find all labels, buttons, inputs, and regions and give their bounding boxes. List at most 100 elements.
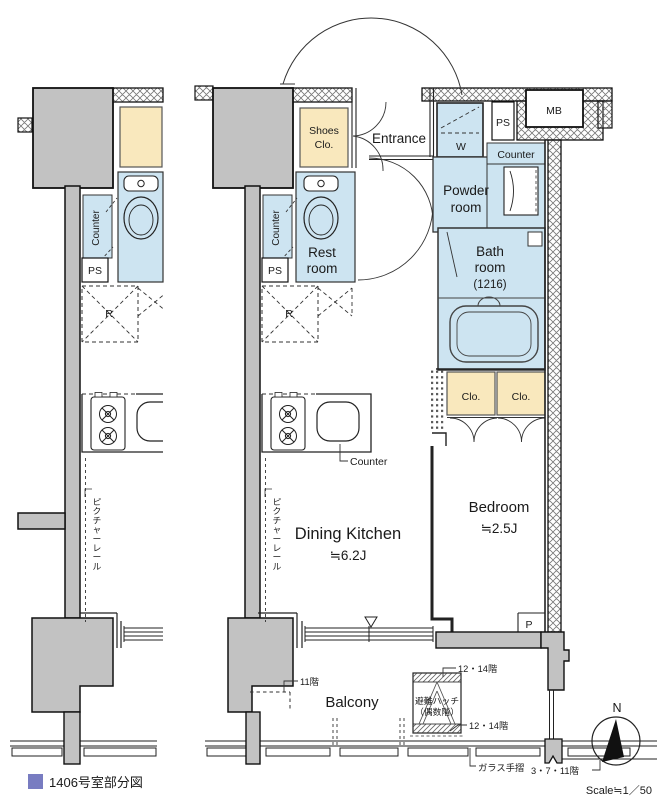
fridge-space — [261, 285, 319, 343]
bedroom-label: Bedroom — [469, 499, 530, 516]
window-marker — [364, 616, 378, 628]
balcony-section: Balcony 11階 避難ハッチ （偶数階） 12・14階 12・14階 — [10, 664, 657, 776]
left-partial-unit: ピクチャーレール Counter PS R — [17, 87, 164, 713]
picture-rail-bracket — [84, 488, 92, 497]
wall-hatch-top-a — [291, 87, 353, 103]
hatch-label: 避難ハッチ — [415, 695, 459, 706]
powder-room-label: Powder — [443, 183, 489, 198]
concrete-column — [212, 87, 294, 189]
powder-room-label2: room — [451, 200, 482, 215]
concrete-wall-stem — [244, 185, 261, 619]
counter-label: Counter — [497, 149, 535, 161]
sink-icon — [136, 401, 163, 442]
legend-square-icon — [28, 774, 43, 789]
picture-rail-label: ピクチャーレール — [93, 497, 102, 571]
stove-icon — [270, 396, 306, 451]
compass-circle-icon — [591, 716, 641, 766]
concrete-column-se — [540, 631, 570, 691]
legend-label: 1406号室部分図 — [49, 775, 143, 790]
shoes-closet-label: Shoes — [309, 125, 339, 137]
wall-hatch-stub — [194, 85, 214, 101]
balcony-slab — [435, 631, 542, 649]
bath-room-size: (1216) — [473, 279, 506, 291]
counter-label: Counter — [350, 456, 388, 468]
kitchen-left — [81, 392, 163, 453]
stove-icon — [90, 396, 126, 451]
fridge-space — [81, 285, 139, 343]
p-label: P — [525, 619, 532, 631]
balcony-dash-ticks — [332, 718, 405, 748]
entrance-jambs — [351, 88, 435, 168]
floor11-leader — [283, 680, 298, 692]
wall-hatch-top-left-unit — [111, 87, 164, 103]
bath-room-area — [437, 227, 546, 371]
bedroom-size: ≒2.5J — [481, 521, 518, 536]
shoes-closet-door-arcs — [352, 101, 387, 172]
glass-rail-leader — [469, 748, 476, 767]
window-rails-left — [123, 626, 163, 642]
ps-label: PS — [88, 265, 102, 277]
concrete-column — [32, 87, 114, 189]
counter-leader — [339, 444, 348, 462]
stove-knob — [274, 392, 283, 398]
concrete-wall-arm — [17, 512, 66, 530]
floors-3-7-11-label: 3・7・11階 — [531, 766, 579, 776]
partition-wall — [430, 446, 454, 633]
hall-door-arc — [368, 157, 434, 223]
counter-dash — [285, 197, 298, 213]
shoes-closet-box — [119, 106, 163, 168]
fridge-space-x — [81, 285, 139, 343]
washer-marks — [440, 106, 480, 134]
divider-lines — [549, 690, 554, 739]
pipe-space-box — [491, 101, 515, 141]
wall-hatch-corner — [597, 100, 613, 129]
legend: 1406号室部分図 — [28, 774, 143, 790]
entrance-label: Entrance — [372, 131, 426, 146]
washer-label: W — [456, 141, 466, 153]
glass-rail-label: ガラス手摺 — [478, 762, 524, 773]
ps-label: PS — [268, 265, 282, 277]
pipe-space-box — [81, 257, 109, 283]
closet-box — [496, 371, 546, 416]
partition-corner — [432, 432, 447, 446]
picture-rail-label: ピクチャーレール — [273, 497, 282, 571]
concrete-block-balcony — [31, 617, 114, 713]
sink-icon — [316, 401, 360, 442]
fridge-space-x — [261, 285, 319, 343]
bath-door — [446, 231, 458, 278]
concrete-stem-lower — [245, 711, 261, 765]
hatch-label2: （偶数階） — [415, 706, 459, 717]
floors-label-top: 12・14階 — [458, 664, 497, 674]
rest-room-label: Rest — [308, 245, 336, 260]
upper-floor-dashed-outline — [250, 691, 291, 710]
counter-label-vertical: Counter — [91, 210, 102, 246]
vanity-curve — [509, 170, 514, 212]
railing-left — [10, 740, 157, 757]
window-rails — [304, 626, 434, 642]
bath-room-label: Bath — [476, 244, 504, 259]
meter-box — [525, 89, 584, 128]
bath-vent — [527, 231, 543, 247]
burner-icons — [279, 405, 297, 445]
railing-right — [205, 740, 657, 760]
closet-door-arcs — [449, 417, 546, 443]
scale-label: Scale≒1／50 — [586, 784, 652, 797]
evacuation-hatch: 避難ハッチ （偶数階） — [410, 672, 464, 737]
floors-3-7-11-leader — [592, 760, 601, 771]
entry-door-arc — [280, 17, 463, 96]
north-label: N — [612, 701, 621, 715]
rest-room-label2: room — [307, 261, 338, 276]
compass-needle-icon — [602, 719, 624, 762]
wall-hatch-east — [547, 139, 562, 633]
wall-lines — [80, 612, 122, 648]
closet-box — [446, 371, 496, 416]
restroom-door-arc — [357, 204, 434, 281]
hall-door-leaf — [369, 155, 433, 160]
balcony-label: Balcony — [325, 694, 379, 711]
fridge-space-x2 — [317, 287, 353, 317]
hatch-ladder-lines — [418, 681, 456, 725]
dining-kitchen-label: Dining Kitchen — [295, 525, 401, 543]
fridge-label: R — [285, 308, 293, 320]
